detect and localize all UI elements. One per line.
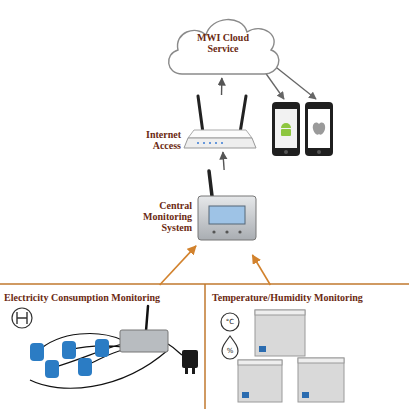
antenna: [146, 306, 148, 331]
node-text: Temperature/Humidity Monitoring: [212, 292, 407, 303]
current-clamp: [62, 341, 76, 359]
sensor-box: [255, 310, 305, 356]
android-logo: [281, 123, 291, 128]
sensor-logo: [242, 392, 249, 398]
node-text: Internet Access: [121, 129, 181, 151]
led: [215, 142, 217, 144]
android-phone: [272, 102, 300, 156]
android-logo: [281, 129, 291, 136]
phone-screen: [308, 109, 330, 148]
phone-body: [305, 102, 333, 156]
power-plug: [182, 350, 198, 368]
power-icon: [12, 308, 32, 328]
cloud-service: MWI Cloud Service: [160, 8, 285, 78]
phone-button: [284, 150, 288, 154]
power-plug: [192, 368, 195, 374]
current-clamp: [45, 360, 59, 378]
antenna: [209, 171, 212, 196]
device-body: [198, 196, 256, 240]
device-button: [212, 230, 215, 233]
current-clamp: [30, 343, 44, 361]
router-node: Internet Access: [185, 95, 257, 152]
phone-button: [317, 150, 321, 154]
apple-phone: [305, 102, 333, 156]
device-button: [225, 230, 228, 233]
node-text: Electricity Consumption Monitoring: [4, 292, 202, 303]
power-icon: [17, 312, 27, 324]
sensor-hub: [120, 330, 168, 352]
led: [221, 142, 223, 144]
electricity-kit: [12, 306, 198, 388]
sensor-box: [238, 360, 282, 402]
router: [184, 96, 256, 148]
phone-screen: [275, 109, 297, 148]
wire: [168, 344, 184, 356]
monitoring-device: [198, 171, 256, 240]
router-front: [184, 138, 256, 148]
antenna: [240, 96, 246, 133]
monitoring-panel: Temperature/Humidity Monitoring: [206, 285, 409, 409]
apple-logo: [313, 123, 325, 135]
humidity-icon: [222, 336, 238, 359]
led: [197, 142, 199, 144]
antenna: [198, 96, 203, 133]
sensor-logo: [259, 346, 266, 352]
flow-arrow: [160, 246, 196, 285]
power-plug: [185, 368, 188, 374]
wire: [37, 334, 122, 352]
node-text: MWI Cloud Service: [187, 32, 259, 54]
monitor-node: Central Monitoring System: [196, 170, 258, 255]
temperature-icon: [221, 313, 239, 331]
sensor-box: [298, 358, 344, 402]
device-screen: [209, 206, 245, 224]
led: [209, 142, 211, 144]
sensor-box: [238, 360, 282, 365]
sensor-box: [255, 310, 305, 315]
separator-line: [204, 284, 206, 409]
icon-label: °C: [222, 318, 238, 326]
current-clamp: [78, 358, 92, 376]
icon-label: %: [222, 347, 238, 355]
device-button: [238, 230, 241, 233]
led: [203, 142, 205, 144]
cloud-shape: [169, 20, 279, 74]
current-clamp: [95, 339, 109, 357]
climate-kit: [221, 310, 344, 402]
flow-arrow: [221, 78, 223, 95]
sensor-box: [298, 358, 344, 363]
router-top: [188, 130, 252, 138]
leader-arrow: [272, 64, 316, 99]
node-text: Central Monitoring System: [128, 200, 192, 233]
flow-arrow: [223, 152, 224, 170]
phone-body: [272, 102, 300, 156]
sensor-logo: [302, 392, 309, 398]
flow-arrow: [252, 255, 270, 285]
monitoring-panel: Electricity Consumption Monitoring: [0, 285, 204, 409]
